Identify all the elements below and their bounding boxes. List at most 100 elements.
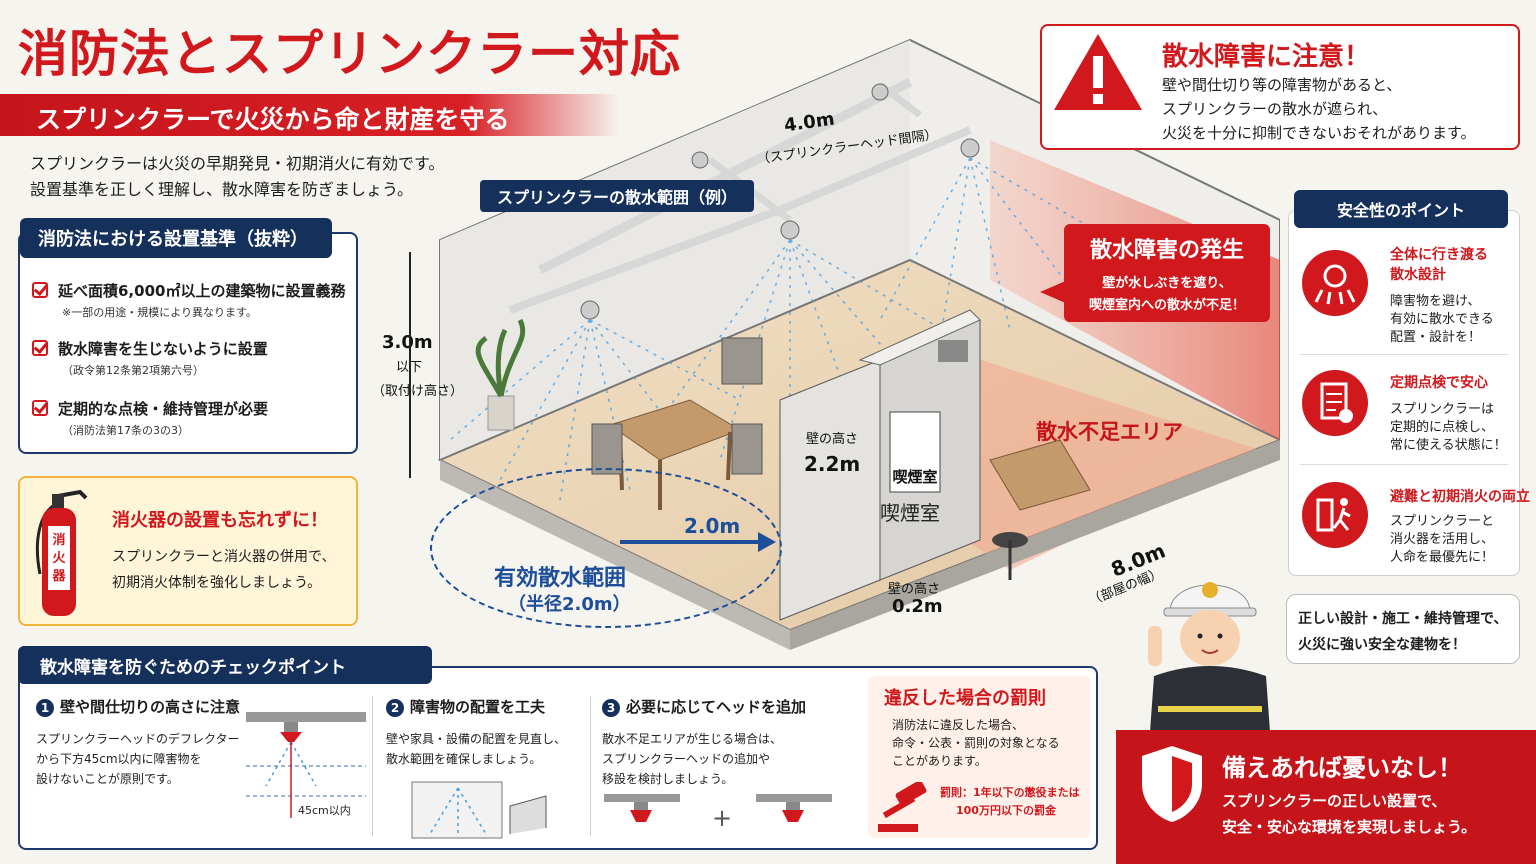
callout-pointer (1040, 280, 1068, 304)
checkpoint-title: 3 必要に応じてヘッドを追加 (602, 696, 806, 717)
warning-icon (1054, 34, 1142, 110)
page-title: 消防法とスプリンクラー対応 (18, 25, 681, 83)
checkpoint-title: 1 壁や間仕切りの高さに注意 (36, 696, 240, 717)
extinguisher-icon: 消 火 器 (35, 489, 88, 616)
gap-label: 壁の高さ (888, 582, 941, 597)
extinguisher-text: スプリンクラーと消火器の併用で、 (112, 549, 336, 565)
callout-title: 散水障害の発生 (1089, 238, 1244, 263)
checkpoint-heading: 散水障害を防ぐためのチェックポイント (18, 646, 432, 684)
checkpoint-title-text: 必要に応じてヘッドを追加 (626, 698, 807, 716)
effective-range-label: 有効散水範囲 (494, 566, 627, 591)
penalty-detail: 罰則：1年以下の懲役または (940, 786, 1080, 799)
checkpoint-title-text: 障害物の配置を工夫 (410, 698, 546, 716)
obstruction-layout-diagram (411, 781, 547, 839)
sprinkler-head-icon (604, 794, 680, 822)
sprinkler-head-icon (756, 794, 832, 822)
standard-item: 定期的な点検・維持管理が必要 (32, 398, 268, 419)
checkpoint-text: 散水不足エリアが生じる場合は、 (602, 732, 783, 746)
safety-title: 定期点検で安心 (1390, 375, 1488, 391)
extinguisher-label-2: 火 (52, 551, 66, 566)
divider (1300, 354, 1508, 355)
checkpoint-text: 散水範囲を確保しましょう。 (386, 752, 542, 766)
safety-title: 散水設計 (1390, 267, 1446, 283)
smoking-room-wall-label: 喫煙室 (880, 501, 940, 525)
callout-text: 壁が水しぶきを遮り、 (1102, 276, 1232, 291)
extinguisher-text: 初期消火体制を強化しましょう。 (112, 575, 322, 591)
safety-title: 全体に行き渡る (1390, 247, 1488, 263)
penalty-text: 消防法に違反した場合、 (892, 718, 1025, 732)
penalty-text: ことがあります。 (892, 754, 987, 768)
sprinkler-icon (1302, 250, 1368, 316)
standard-note: （政令第12条第2項第六号） (62, 364, 204, 377)
safety-text: 有効に散水できる (1390, 312, 1494, 327)
checkpoint-number: 3 (602, 699, 620, 717)
wall-height-value: 2.2m (804, 452, 861, 476)
divider (590, 696, 591, 836)
gap-value: 0.2m (892, 596, 943, 617)
plus-sign: + (712, 804, 733, 832)
penalty-text: 命令・公表・罰則の対象となる (892, 736, 1060, 750)
checkpoint-text: スプリンクラーヘッドの追加や (602, 752, 771, 766)
intro-line: 設置基準を正しく理解し、散水障害を防ぎましょう。 (30, 180, 414, 199)
smoking-room-sign: 喫煙室 (892, 468, 937, 486)
safety-text: 配置・設計を！ (1390, 330, 1482, 345)
checkpoint-number: 1 (36, 699, 54, 717)
callout-text: 喫煙室内への散水が不足！ (1088, 298, 1245, 313)
gavel-icon (878, 782, 927, 832)
safety-text: スプリンクラーと (1390, 514, 1495, 529)
checkpoint-text: スプリンクラーヘッドのデフレクター (36, 732, 240, 746)
standard-label: 散水障害を生じないように設置 (58, 340, 268, 358)
penalty-box (868, 676, 1090, 838)
bubble-text: 火災に強い安全な建物を！ (1298, 637, 1466, 653)
banner-text: 安全・安心な環境を実現しましょう。 (1222, 818, 1477, 836)
safety-text: 定期的に点検し、 (1390, 420, 1495, 435)
checkpoint-number: 2 (386, 699, 404, 717)
height-dimension-line (409, 252, 411, 478)
warning-text: 壁や間仕切り等の障害物があると、 (1162, 76, 1402, 94)
standard-label: 延べ面積6,000㎡以上の建築物に設置義務 (58, 282, 346, 300)
obstruction-callout (1064, 224, 1270, 322)
checkpoint-title-text: 壁や間仕切りの高さに注意 (60, 698, 241, 716)
shortage-area-label: 散水不足エリア (1036, 420, 1183, 444)
divider (372, 696, 373, 836)
safety-text: 消火器を活用し、 (1390, 532, 1495, 547)
extinguisher-label-1: 消 (52, 532, 65, 548)
penalty-title: 違反した場合の罰則 (884, 688, 1046, 709)
standard-item: 散水障害を生じないように設置 (32, 338, 268, 359)
mount-height-note: （取付け高さ） (372, 384, 464, 399)
sprinkler-head (960, 138, 980, 158)
deflector-distance-label: 45cm以内 (298, 804, 351, 817)
firefighter-illustration (1148, 582, 1270, 732)
speech-bubble (1286, 594, 1520, 664)
banner-text: スプリンクラーの正しい設置で、 (1222, 792, 1447, 810)
check-icon (32, 340, 48, 356)
checkpoint-text: 設けないことが原則です。 (36, 772, 179, 786)
banner-title: 備えあれば憂いなし！ (1222, 754, 1462, 782)
check-icon (32, 400, 48, 416)
evacuation-icon (1302, 482, 1368, 548)
standard-note: （消防法第17条の3の3） (62, 424, 189, 437)
intro-line: スプリンクラーは火災の早期発見・初期消火に有効です。 (30, 154, 445, 173)
standards-heading: 消防法における設置基準（抜粋） (20, 218, 332, 258)
checkpoint-title: 2 障害物の配置を工夫 (386, 696, 545, 717)
safety-text: 障害物を避け、 (1390, 294, 1481, 309)
effective-range-ellipse (430, 468, 782, 628)
extinguisher-label-3: 器 (51, 569, 66, 584)
checkpoint-text: 移設を検討しましょう。 (602, 772, 734, 786)
safety-text: 常に使える状態に！ (1390, 438, 1507, 453)
safety-text: スプリンクラーは (1390, 402, 1495, 417)
page-subtitle: スプリンクラーで火災から命と財産を守る (36, 105, 510, 134)
safety-text: 人命を最優先に！ (1390, 550, 1495, 565)
warning-box (1040, 24, 1520, 150)
spray-range-tag: スプリンクラーの散水範囲（例） (480, 180, 754, 212)
clipboard-check-icon (1302, 370, 1368, 436)
mount-height-value: 3.0m (382, 332, 433, 353)
shield-icon (1142, 746, 1202, 822)
extinguisher-title: 消火器の設置も忘れずに！ (112, 510, 328, 531)
bubble-text: 正しい設計・施工・維持管理で、 (1298, 611, 1508, 627)
standard-label: 定期的な点検・維持管理が必要 (58, 400, 269, 418)
divider (1300, 464, 1508, 465)
safety-heading: 安全性のポイント (1294, 190, 1508, 228)
warning-text: スプリンクラーの散水が遮られ、 (1162, 100, 1388, 118)
standard-note: ※一部の用途・規模により異なります。 (62, 306, 257, 319)
